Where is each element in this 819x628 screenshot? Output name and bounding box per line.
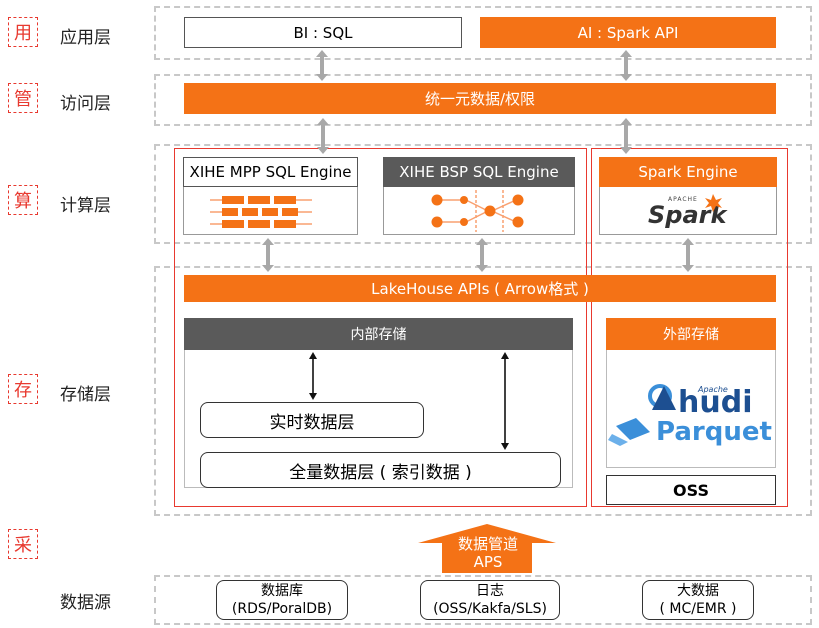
spark-logo-text: Spark [648, 201, 727, 229]
layer-label-access: 访问层 [60, 94, 111, 114]
source-logs-sub: (OSS/Kakfa/SLS) [433, 601, 547, 617]
spark-logo-small: APACHE [668, 196, 698, 203]
source-logs-title: 日志 [476, 583, 504, 599]
internal-engine-frame [174, 148, 587, 507]
access-layer-frame [154, 74, 812, 126]
unified-metadata-bar: 统一元数据/权限 [184, 83, 776, 114]
source-label: 数据源 [60, 593, 111, 613]
layer-label-storage: 存储层 [60, 385, 111, 405]
layer-label-compute: 计算层 [60, 196, 111, 216]
layer-char-access: 管 [8, 83, 38, 113]
parquet-logo-text: Parquet [656, 417, 772, 447]
layer-char-app: 用 [8, 17, 38, 47]
layer-char-storage: 存 [8, 374, 38, 404]
pipeline-label-2: APS [473, 553, 503, 571]
bsp-engine-title: XIHE BSP SQL Engine [383, 157, 575, 187]
source-database-sub: (RDS/PoralDB) [231, 601, 333, 617]
realtime-data-layer: 实时数据层 [200, 402, 424, 438]
lakehouse-apis-bar: LakeHouse APIs ( Arrow格式 ) [184, 275, 776, 302]
source-database: 数据库 (RDS/PoralDB) [216, 580, 348, 620]
layer-char-ingest: 采 [8, 529, 38, 559]
bi-sql-box: BI : SQL [184, 17, 462, 48]
app-layer-frame [154, 6, 812, 60]
hudi-logo-small: Apache [698, 385, 728, 394]
mpp-engine-title: XIHE MPP SQL Engine [183, 157, 358, 187]
source-database-title: 数据库 [261, 583, 303, 599]
source-logs: 日志 (OSS/Kakfa/SLS) [420, 580, 560, 620]
source-layer-frame [154, 575, 812, 625]
source-bigdata: 大数据 ( MC/EMR ) [642, 580, 754, 620]
external-engine-frame [591, 148, 788, 507]
oss-box: OSS [606, 475, 776, 505]
internal-storage-title: 内部存储 [184, 318, 573, 350]
external-storage-title: 外部存储 [606, 318, 776, 350]
pipeline-label-1: 数据管道 [457, 535, 518, 553]
source-bigdata-title: 大数据 [677, 583, 719, 599]
spark-engine-title: Spark Engine [599, 157, 777, 187]
layer-char-compute: 算 [8, 185, 38, 215]
ai-spark-api-box: AI : Spark API [480, 17, 776, 48]
hudi-logo-text: hudi [678, 385, 753, 420]
full-data-layer: 全量数据层 ( 索引数据 ) [200, 452, 561, 488]
layer-label-app: 应用层 [60, 28, 111, 48]
source-bigdata-sub: ( MC/EMR ) [659, 601, 737, 617]
